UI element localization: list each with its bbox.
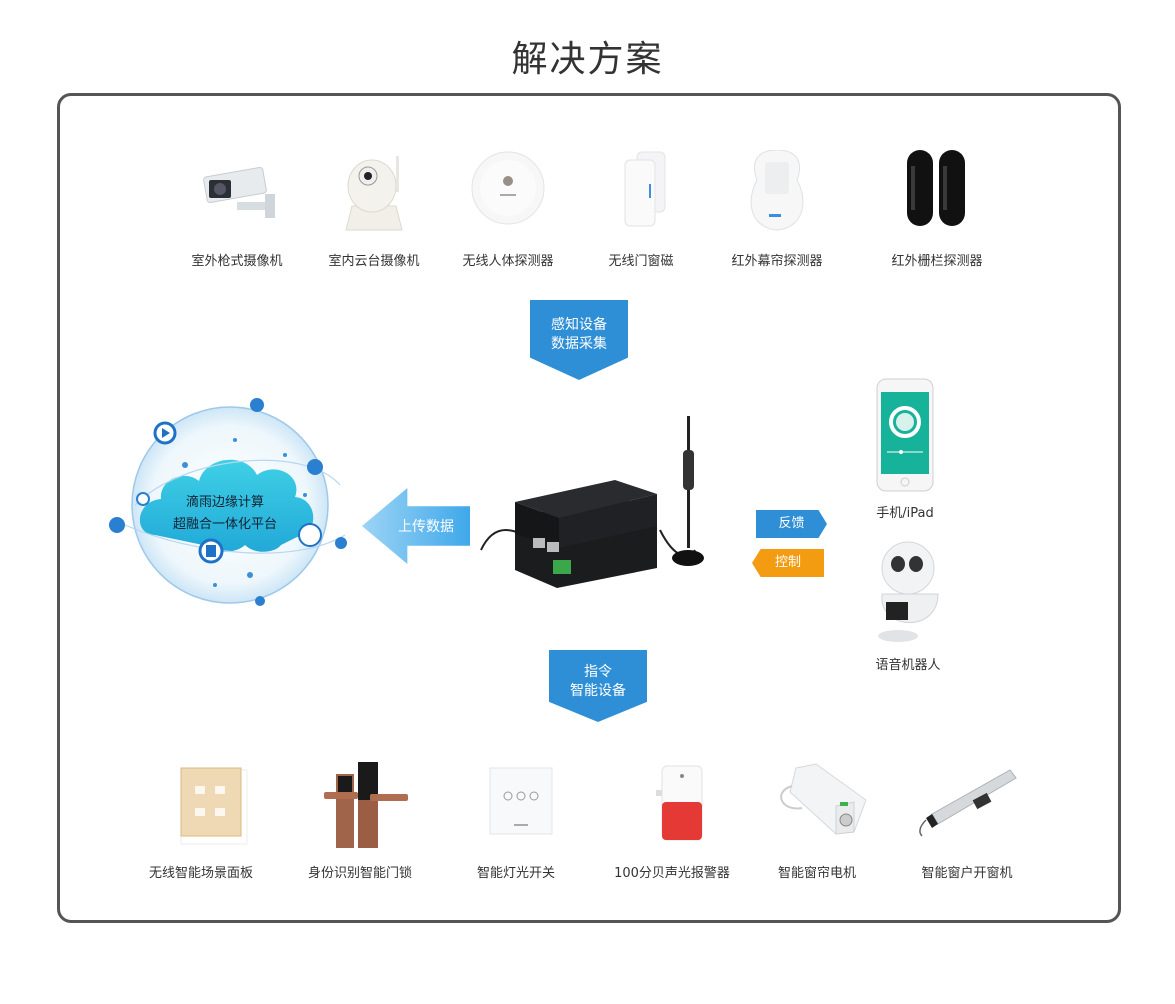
command-line2: 智能设备 [570, 683, 626, 699]
beam-detector-icon [872, 150, 1002, 240]
device-scene-panel: 无线智能场景面板 [136, 762, 266, 881]
robot-icon [848, 540, 968, 648]
terminal-robot: 语音机器人 [848, 540, 968, 673]
device-label: 智能窗户开窗机 [921, 866, 1013, 881]
cloud-platform [105, 395, 355, 610]
device-label: 智能窗帘电机 [777, 866, 856, 881]
device-beam-detector: 红外栅栏探测器 [872, 150, 1002, 269]
terminal-label: 语音机器人 [875, 658, 941, 673]
device-curtain-motor: 智能窗帘电机 [752, 762, 882, 881]
device-window-opener: 智能窗户开窗机 [902, 762, 1032, 881]
device-label: 红外栅栏探测器 [891, 254, 983, 269]
door-sensor-icon [576, 150, 706, 240]
device-label: 身份识别智能门锁 [307, 866, 412, 881]
upload-data-label: 上传数据 [398, 519, 454, 535]
platform-line2: 超融合一体化平台 [172, 517, 277, 532]
device-motion-sensor: 无线人体探测器 [443, 150, 573, 269]
light-switch-icon [451, 762, 581, 852]
device-label: 室内云台摄像机 [328, 254, 420, 269]
ptz-camera-icon [309, 150, 439, 240]
device-label: 无线智能场景面板 [148, 866, 253, 881]
page-title: 解决方案 [511, 39, 664, 80]
command-line1: 指令 [584, 664, 612, 680]
motion-sensor-icon [443, 150, 573, 240]
terminal-label: 手机/iPad [876, 506, 934, 521]
device-ptz-camera: 室内云台摄像机 [309, 150, 439, 269]
edge-gateway-icon [475, 410, 705, 590]
device-door-sensor: 无线门窗磁 [576, 150, 706, 269]
sense-collect-line2: 数据采集 [551, 336, 607, 352]
smart-lock-icon [295, 762, 425, 852]
device-label: 100分贝声光报警器 [614, 866, 730, 881]
device-label: 室外枪式摄像机 [191, 254, 283, 269]
control-tag: 控制 [752, 549, 824, 577]
solution-frame [57, 93, 1121, 923]
window-opener-icon [902, 762, 1032, 852]
sense-collect-line1: 感知设备 [551, 317, 607, 333]
cloud-platform-icon [109, 398, 347, 606]
smartphone-icon [845, 378, 965, 496]
feedback-tag: 反馈 [756, 510, 827, 538]
device-label: 无线门窗磁 [608, 254, 674, 269]
device-light-switch: 智能灯光开关 [451, 762, 581, 881]
siren-icon [607, 762, 737, 852]
bullet-camera-icon [172, 150, 302, 240]
curtain-detector-icon [712, 149, 842, 240]
curtain-motor-icon [752, 762, 882, 852]
device-smart-lock: 身份识别智能门锁 [295, 762, 425, 881]
device-label: 智能灯光开关 [476, 866, 555, 881]
terminal-smartphone: 手机/iPad [845, 378, 965, 521]
device-bullet-camera: 室外枪式摄像机 [172, 150, 302, 269]
platform-line1: 滴雨边缘计算 [185, 495, 264, 510]
device-curtain-detector: 红外幕帘探测器 [712, 149, 842, 269]
scene-panel-icon [136, 762, 266, 852]
platform-label: 滴雨边缘计算 超融合一体化平台 [155, 492, 295, 536]
device-label: 无线人体探测器 [462, 254, 554, 269]
device-label: 红外幕帘探测器 [731, 254, 823, 269]
device-siren: 100分贝声光报警器 [607, 762, 737, 881]
